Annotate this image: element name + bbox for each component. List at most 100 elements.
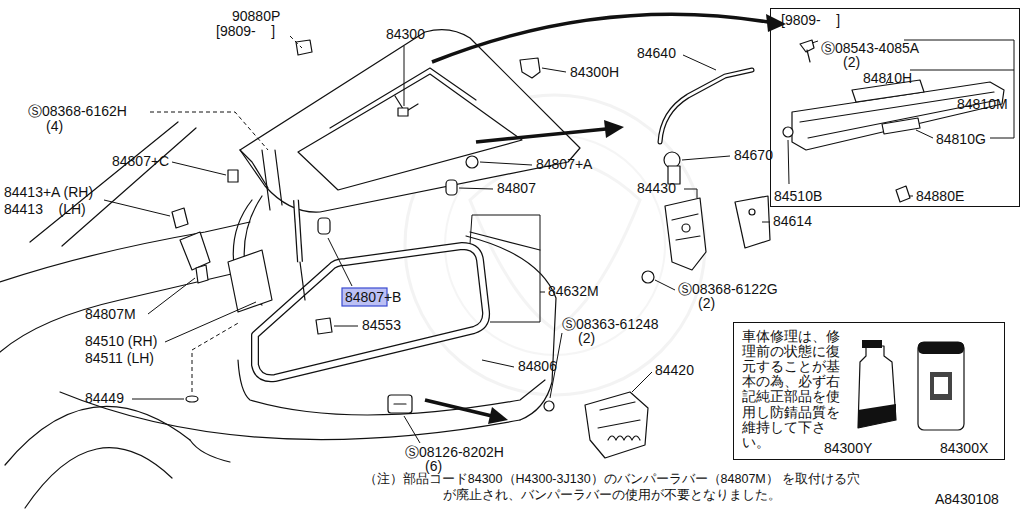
part-number: Ⓢ08543-4085A	[821, 41, 919, 56]
callout-number: [9809- ]	[216, 24, 275, 39]
callout-number: 84807+A	[536, 157, 592, 172]
callout-number: Ⓢ08126-8202H	[405, 445, 504, 460]
callout-number: 84449	[85, 391, 124, 406]
hinge-assembly	[228, 170, 238, 182]
hinge-assembly	[296, 200, 300, 262]
lid-lock	[682, 224, 690, 232]
lower-latch	[544, 401, 554, 411]
hinge-assembly	[296, 200, 300, 262]
part-number: 84810H	[863, 71, 912, 86]
callout-number: (2)	[578, 331, 595, 346]
leader-line	[459, 188, 493, 189]
callout-number: 84413+A (RH)	[4, 185, 93, 200]
footnote: （注）部品コード84300（H4300-3J130）のバンパーラバー（84807…	[362, 472, 862, 503]
part-number: [9809- ]	[781, 13, 840, 28]
pointer-arrow	[425, 14, 786, 424]
callout-number: 84510 (RH)	[85, 334, 157, 349]
car-body	[25, 448, 172, 508]
part-number: 84510B	[774, 189, 822, 204]
callout-number: 84806	[518, 359, 557, 374]
trunk-lid	[240, 30, 580, 213]
car-body	[470, 232, 540, 250]
hinge-assembly	[275, 150, 282, 205]
leader-line	[470, 215, 545, 322]
trunk-lid	[240, 150, 268, 188]
leader-line	[404, 46, 405, 106]
lid-lock	[735, 196, 770, 248]
lid-lock	[642, 70, 770, 283]
leader-line	[172, 162, 226, 175]
hinge-assembly	[446, 180, 457, 195]
high-mount-stop-lamp	[788, 140, 789, 184]
trunk-lid	[330, 68, 476, 128]
callout-number: 84300	[386, 27, 425, 42]
leader-line	[104, 36, 770, 443]
part-number: 84810M	[957, 97, 1008, 112]
lid-lock	[660, 70, 752, 142]
callout-number: 84553	[362, 318, 401, 333]
callout-number: 84807	[497, 181, 536, 196]
callout-number: 84511 (LH)	[85, 351, 154, 366]
outlined-box: [9809- ]Ⓢ08543-4085A(2)84810H84810M84810…	[770, 8, 1020, 207]
lower-latch	[544, 392, 648, 458]
high-mount-stop-lamp	[990, 138, 1014, 139]
trunk-lid	[520, 58, 540, 78]
high-mount-stop-lamp	[807, 50, 810, 62]
callout-number: Ⓢ08363-61248	[562, 317, 659, 332]
callout-number: (4)	[46, 119, 63, 134]
leader-line	[655, 280, 675, 290]
car-body	[0, 272, 240, 352]
hinge-assembly	[192, 322, 240, 392]
pointer-arrow	[604, 120, 624, 138]
part-number: (2)	[843, 55, 860, 70]
product-picture	[858, 346, 896, 428]
trunk-lid	[240, 30, 580, 213]
product-picture	[930, 372, 952, 400]
product-picture	[934, 377, 948, 394]
callout-number: 84807+B	[345, 290, 401, 305]
hinge-assembly	[172, 208, 188, 228]
leader-line	[150, 112, 268, 150]
leader-line	[104, 200, 170, 216]
repair-note: 車体修理は、修理前の状態に復元することが基本の為、必ず右記純正部品を使用し防錆品…	[742, 329, 852, 450]
hinge-assembly	[318, 218, 330, 234]
part-number: 84300X	[940, 441, 988, 456]
callout-number: (2)	[698, 296, 715, 311]
part-number: 84300Y	[824, 441, 872, 456]
product-picture	[862, 340, 882, 348]
callout-number: A8430108	[935, 492, 999, 507]
callout-number: 84632M	[548, 284, 599, 299]
hinge-assembly	[394, 403, 406, 404]
hinge-assembly	[180, 232, 210, 270]
part-number: 84880E	[916, 189, 964, 204]
leader-line	[328, 238, 352, 286]
pointer-arrow	[432, 14, 768, 62]
hinge-assembly	[300, 262, 305, 300]
product-picture	[918, 342, 964, 354]
high-mount-stop-lamp	[812, 41, 818, 43]
lower-latch	[585, 392, 648, 458]
lid-lock	[672, 214, 700, 240]
callout-number: 84420	[655, 363, 694, 378]
product-picture	[918, 342, 964, 430]
leader-line	[148, 278, 195, 314]
hinge-assembly	[262, 150, 270, 210]
trunk-lid	[298, 74, 522, 190]
callout-number: Ⓢ08368-6122G	[678, 282, 778, 297]
high-mount-stop-lamp	[910, 70, 1014, 71]
callout-number: 84807M	[85, 307, 136, 322]
callout-number: Ⓢ08368-6162H	[28, 104, 127, 119]
car-body	[190, 440, 230, 462]
leader-line	[682, 156, 730, 160]
hinge-assembly	[316, 318, 332, 334]
lid-lock	[642, 271, 654, 283]
leader-line	[632, 372, 652, 392]
high-mount-stop-lamp	[904, 40, 1014, 138]
hinge-assembly	[186, 396, 198, 402]
high-mount-stop-lamp	[882, 118, 920, 134]
pointer-arrow	[476, 129, 606, 142]
hinge-assembly	[228, 250, 272, 312]
pointer-arrow	[488, 407, 508, 424]
weatherstrip	[255, 246, 486, 378]
